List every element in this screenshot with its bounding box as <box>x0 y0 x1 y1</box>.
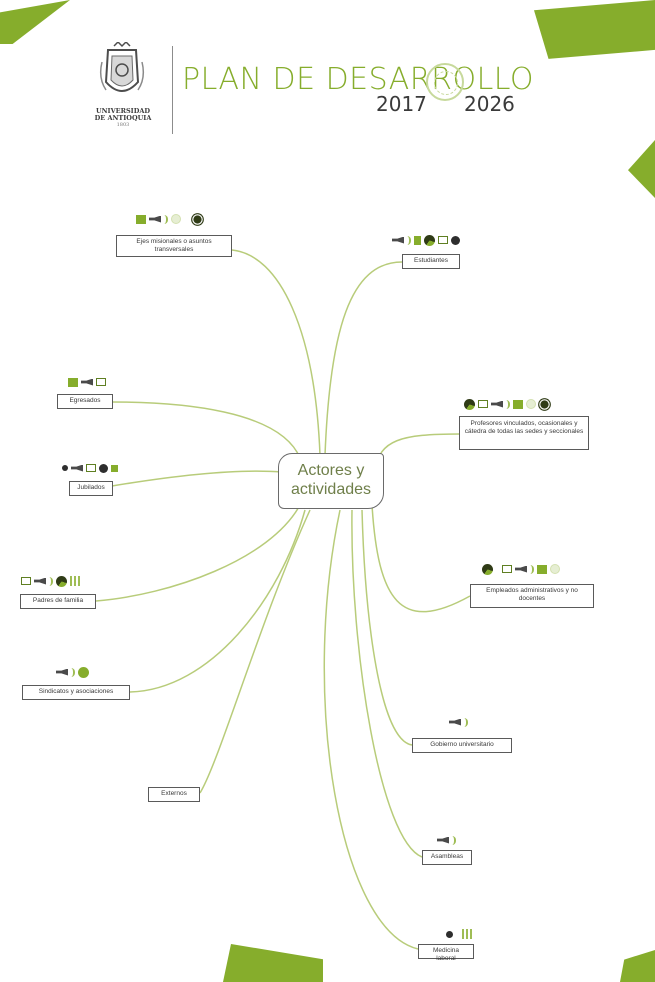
link-empleados <box>371 504 471 613</box>
crate-icon <box>96 378 106 386</box>
sound-waves-icon <box>530 564 534 574</box>
sound-waves-icon <box>452 835 456 845</box>
university-name-line2: DE ANTIOQUIA <box>94 114 152 122</box>
node-gobierno: Gobierno universitario <box>412 738 512 753</box>
sun-icon <box>193 214 202 224</box>
link-padres <box>95 504 301 602</box>
sun-icon <box>540 399 549 409</box>
university-name: UNIVERSIDAD DE ANTIOQUIA 1803 <box>84 108 162 129</box>
node-externos: Externos <box>148 787 200 802</box>
dot-icon <box>99 463 108 473</box>
node-empleados: Empleados administrativos y no docentes <box>470 584 594 608</box>
pie-icon <box>482 563 493 575</box>
sound-waves-icon <box>164 214 168 224</box>
link-profesores <box>374 433 461 471</box>
node-egresados: Egresados <box>57 394 113 409</box>
sound-waves-icon <box>464 717 468 727</box>
megaphone-icon <box>34 577 46 585</box>
link-medicina <box>323 509 419 950</box>
university-name-line1: UNIVERSIDAD <box>95 107 151 115</box>
crate-icon <box>502 565 512 573</box>
link-ejes <box>231 249 321 456</box>
square-icon <box>111 464 118 472</box>
crate-icon <box>21 577 31 585</box>
node-medicina-icons <box>446 928 472 940</box>
crate-icon <box>438 236 448 244</box>
university-founding-year: 1803 <box>116 122 130 128</box>
node-padres: Padres de familia <box>20 594 96 609</box>
megaphone-icon <box>437 836 449 844</box>
center-node-line1: Actores y <box>297 462 365 479</box>
light-circle-icon <box>171 214 181 224</box>
university-logo: UNIVERSIDAD DE ANTIOQUIA 1803 <box>84 42 162 134</box>
node-gobierno-icons <box>449 716 468 728</box>
pie-icon <box>464 398 475 410</box>
globe-emblem-icon <box>426 63 464 101</box>
header-divider <box>172 46 173 134</box>
megaphone-icon <box>491 400 503 408</box>
node-empleados-icons <box>482 563 560 575</box>
link-jubilados <box>111 470 283 487</box>
megaphone-icon <box>56 668 68 676</box>
university-crest-icon <box>99 42 145 92</box>
year-end: 2026 <box>464 92 515 116</box>
link-gobierno <box>361 509 413 746</box>
node-estudiantes: Estudiantes <box>402 254 460 269</box>
dot-icon <box>62 465 68 471</box>
year-start: 2017 <box>376 92 427 116</box>
megaphone-icon <box>515 565 527 573</box>
node-medicina: Medicina laboral <box>418 944 474 962</box>
link-sindicatos <box>129 509 306 693</box>
light-circle-icon <box>550 564 560 574</box>
link-estudiantes <box>324 261 403 456</box>
node-jubilados-icons <box>62 462 118 474</box>
link-asambleas <box>351 509 423 858</box>
node-sindicatos-icons <box>56 666 89 678</box>
plan-title: PLAN DE DESARROLLO <box>182 62 535 97</box>
crate-icon <box>86 464 96 472</box>
node-profesores: Profesores vinculados, ocasionales y cát… <box>459 416 589 450</box>
node-ejes-icons <box>136 213 203 225</box>
pie-icon <box>56 575 67 587</box>
square-icon <box>414 235 421 245</box>
sound-waves-icon <box>407 235 411 245</box>
node-profesores-icons <box>464 398 550 410</box>
megaphone-icon <box>449 718 461 726</box>
square-icon <box>68 377 78 387</box>
dot-icon <box>451 235 460 245</box>
node-asambleas: Asambleas <box>422 850 472 865</box>
mindmap-center-node: Actores y actividades <box>278 453 384 509</box>
sound-waves-icon <box>506 399 510 409</box>
node-sindicatos: Sindicatos y asociaciones <box>22 685 130 700</box>
square-icon <box>537 564 547 574</box>
square-icon <box>513 399 523 409</box>
node-estudiantes-icons <box>392 234 460 246</box>
person-icon <box>78 666 89 678</box>
link-egresados <box>111 401 301 459</box>
megaphone-icon <box>71 464 83 472</box>
megaphone-icon <box>149 215 161 223</box>
node-asambleas-icons <box>437 834 456 846</box>
dot-icon <box>446 930 453 938</box>
pie-icon <box>424 234 435 246</box>
bars-icon <box>70 576 80 586</box>
center-node-line2: actividades <box>290 481 372 498</box>
square-icon <box>136 214 146 224</box>
node-ejes: Ejes misionales o asuntos transversales <box>116 235 232 257</box>
megaphone-icon <box>392 236 404 244</box>
megaphone-icon <box>81 378 93 386</box>
sound-waves-icon <box>71 667 75 677</box>
bars-icon <box>462 929 472 939</box>
crate-icon <box>478 400 488 408</box>
node-jubilados: Jubilados <box>69 481 113 496</box>
node-egresados-icons <box>68 376 106 388</box>
link-externos <box>199 509 311 794</box>
corner-decoration-top-right <box>534 0 655 59</box>
sound-waves-icon <box>49 576 53 586</box>
light-circle-icon <box>526 399 536 409</box>
node-padres-icons <box>21 575 80 587</box>
